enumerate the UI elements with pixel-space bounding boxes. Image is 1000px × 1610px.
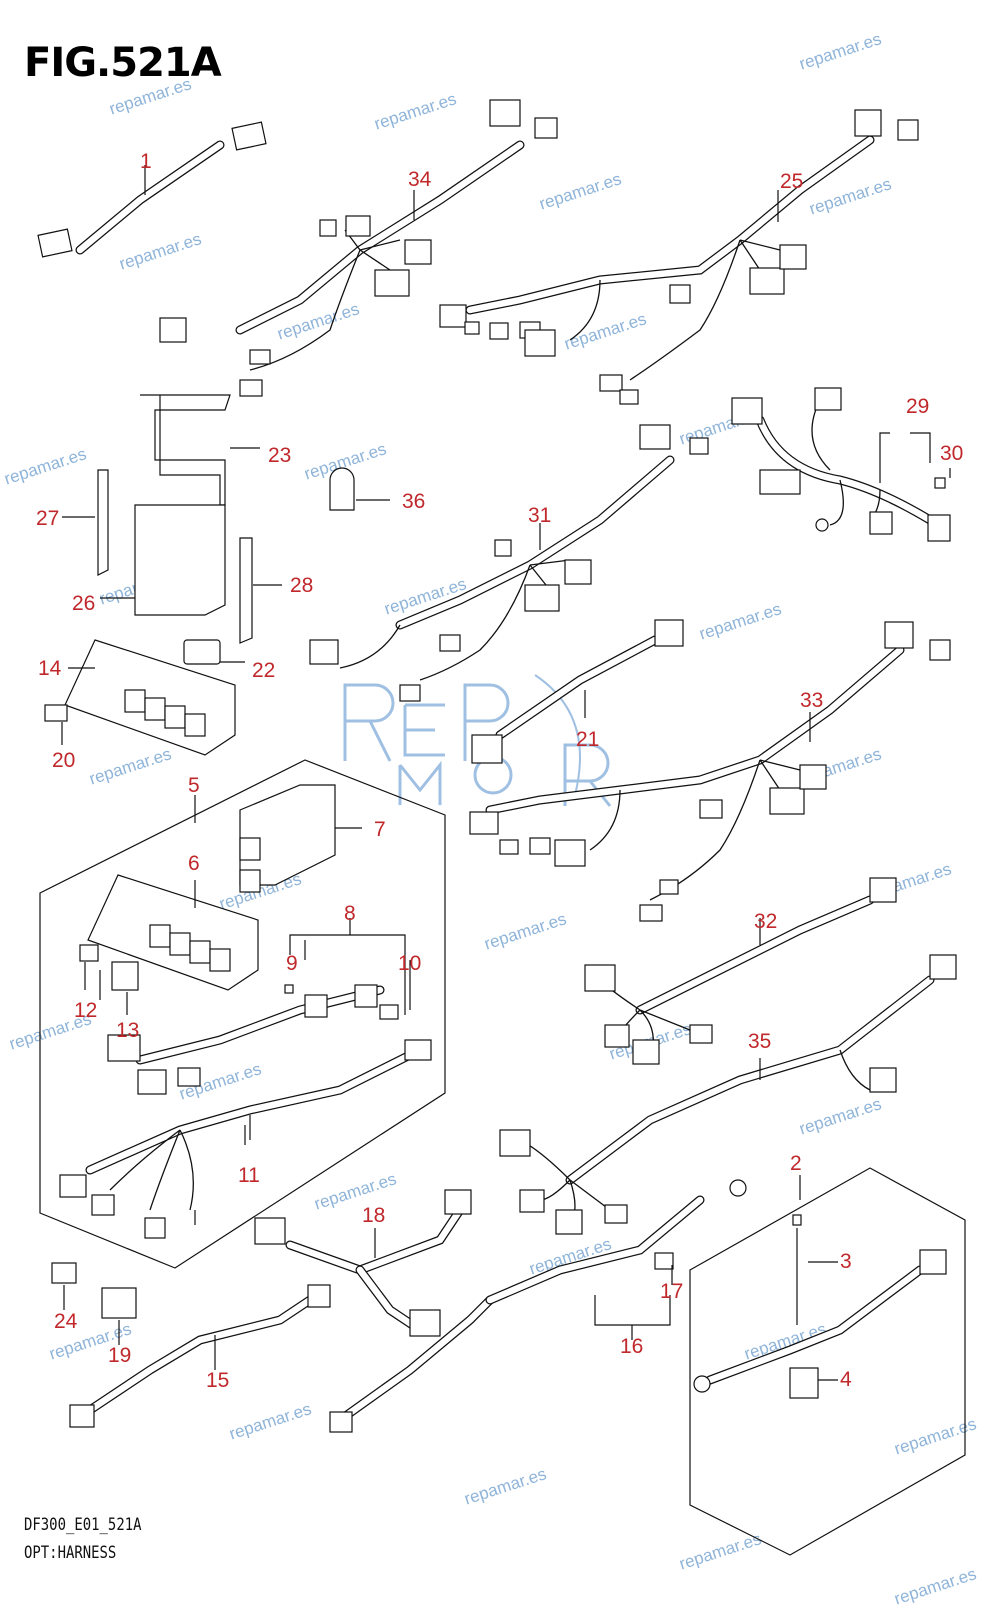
bracket-parts bbox=[62, 394, 282, 665]
kit-box-2 bbox=[689, 1167, 966, 1556]
callout-22: 22 bbox=[252, 659, 275, 682]
callout-25: 25 bbox=[780, 170, 803, 193]
harness-part-16 bbox=[329, 1179, 747, 1433]
harness-part-29 bbox=[731, 387, 951, 542]
harness-part-35 bbox=[499, 954, 957, 1235]
callout-7: 7 bbox=[374, 818, 386, 841]
callout-10: 10 bbox=[398, 952, 421, 975]
harness-part-1 bbox=[37, 121, 267, 258]
callout-34: 34 bbox=[408, 168, 432, 191]
figure-title: FIG.521A bbox=[24, 40, 222, 86]
callout-19: 19 bbox=[108, 1344, 131, 1367]
callout-6: 6 bbox=[188, 852, 200, 875]
callout-17: 17 bbox=[660, 1280, 683, 1303]
callout-27: 27 bbox=[36, 507, 59, 530]
callout-15: 15 bbox=[206, 1369, 229, 1392]
callout-28: 28 bbox=[290, 574, 313, 597]
callout-20: 20 bbox=[52, 749, 75, 772]
callout-5: 5 bbox=[188, 774, 200, 797]
callout-1: 1 bbox=[140, 150, 152, 173]
callout-30: 30 bbox=[940, 442, 963, 465]
callout-21: 21 bbox=[576, 728, 599, 751]
fuse-box-14 bbox=[44, 639, 236, 756]
callout-16: 16 bbox=[620, 1335, 643, 1358]
harness-part-31 bbox=[309, 424, 709, 702]
harness-part-33 bbox=[469, 621, 951, 922]
callout-35: 35 bbox=[748, 1030, 771, 1053]
callout-labels: 1 2 3 4 5 6 7 8 9 10 11 12 13 14 15 16 1… bbox=[36, 150, 963, 1392]
callout-2: 2 bbox=[790, 1152, 802, 1175]
callout-26: 26 bbox=[72, 592, 95, 615]
callout-23: 23 bbox=[268, 444, 291, 467]
callout-29: 29 bbox=[906, 395, 929, 418]
part-36 bbox=[329, 467, 390, 511]
harness-part-32 bbox=[584, 877, 897, 1065]
harness-part-34 bbox=[159, 99, 558, 397]
callout-13: 13 bbox=[116, 1019, 139, 1042]
callout-32: 32 bbox=[754, 910, 777, 933]
leader-lines bbox=[99, 468, 951, 1225]
harness-part-18 bbox=[254, 1189, 472, 1337]
small-parts bbox=[51, 1262, 137, 1345]
callout-11: 11 bbox=[238, 1164, 260, 1187]
diagram-code: DF300_E01_521A bbox=[24, 1515, 142, 1535]
callout-12: 12 bbox=[74, 999, 97, 1022]
diagram-caption: OPT:HARNESS bbox=[24, 1543, 117, 1563]
harness-part-21 bbox=[471, 619, 684, 764]
callout-14: 14 bbox=[38, 657, 62, 680]
callout-4: 4 bbox=[840, 1368, 852, 1391]
callout-33: 33 bbox=[800, 689, 823, 712]
callout-3: 3 bbox=[840, 1250, 852, 1273]
callout-31: 31 bbox=[528, 504, 551, 527]
callout-36: 36 bbox=[402, 490, 425, 513]
kit-box-5 bbox=[39, 759, 446, 1269]
harness-part-15 bbox=[69, 1284, 331, 1428]
callout-9: 9 bbox=[286, 952, 298, 975]
callout-8: 8 bbox=[344, 902, 356, 925]
harness-part-25 bbox=[439, 109, 919, 405]
callout-18: 18 bbox=[362, 1204, 385, 1227]
callout-24: 24 bbox=[54, 1310, 78, 1333]
